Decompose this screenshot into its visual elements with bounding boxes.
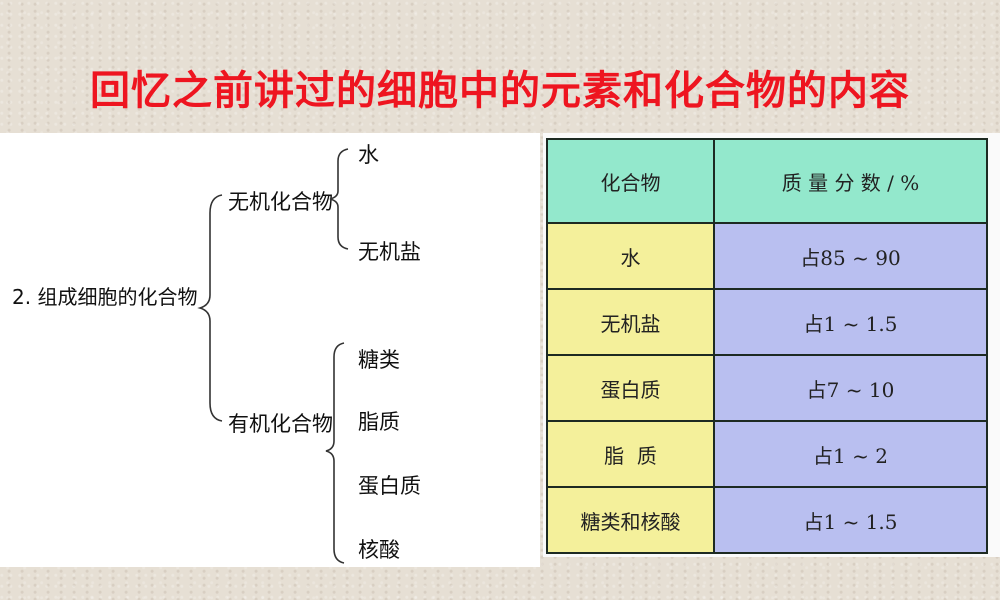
- tree-leaf-nucleic-acid: 核酸: [358, 538, 400, 562]
- table-row: 蛋白质 占7 ~ 10: [546, 354, 988, 422]
- branch-label-organic: 有机化合物: [228, 412, 333, 436]
- tree-leaf-inorganic-salt: 无机盐: [358, 240, 421, 264]
- cell-fraction: 占7 ~ 10: [713, 354, 988, 422]
- tree-root-label: 2. 组成细胞的化合物: [12, 285, 198, 309]
- tree-leaf-protein: 蛋白质: [358, 474, 421, 498]
- organic-brace-icon: [325, 342, 345, 564]
- inorganic-brace-icon: [329, 148, 349, 250]
- tree-leaf-lipid: 脂质: [358, 410, 400, 434]
- table-row: 水 占85 ~ 90: [546, 222, 988, 290]
- tree-leaf-water: 水: [358, 143, 379, 167]
- cell-compound: 糖类和核酸: [546, 486, 715, 554]
- table-header-row: 化合物 质 量 分 数 / %: [546, 138, 988, 224]
- cell-compound: 脂 质: [546, 420, 715, 488]
- table-row: 无机盐 占1 ~ 1.5: [546, 288, 988, 356]
- branch-label-inorganic: 无机化合物: [228, 190, 333, 214]
- slide-title: 回忆之前讲过的细胞中的元素和化合物的内容: [90, 68, 910, 114]
- compound-tree-panel: 2. 组成细胞的化合物 无机化合物 水 无机盐 有机化合物 糖类 脂质 蛋白质 …: [0, 133, 540, 567]
- main-brace-icon: [197, 194, 223, 422]
- cell-fraction: 占85 ~ 90: [713, 222, 988, 290]
- cell-fraction: 占1 ~ 2: [713, 420, 988, 488]
- cell-compound: 水: [546, 222, 715, 290]
- header-mass-fraction: 质 量 分 数 / %: [713, 138, 988, 224]
- cell-fraction: 占1 ~ 1.5: [713, 486, 988, 554]
- composition-table-panel: 化合物 质 量 分 数 / % 水 占85 ~ 90 无机盐 占1 ~ 1.5 …: [543, 133, 1000, 557]
- composition-table: 化合物 质 量 分 数 / % 水 占85 ~ 90 无机盐 占1 ~ 1.5 …: [546, 138, 988, 554]
- header-compound: 化合物: [546, 138, 715, 224]
- cell-compound: 无机盐: [546, 288, 715, 356]
- table-row: 糖类和核酸 占1 ~ 1.5: [546, 486, 988, 554]
- tree-leaf-carbohydrate: 糖类: [358, 348, 400, 372]
- cell-compound: 蛋白质: [546, 354, 715, 422]
- table-row: 脂 质 占1 ~ 2: [546, 420, 988, 488]
- cell-fraction: 占1 ~ 1.5: [713, 288, 988, 356]
